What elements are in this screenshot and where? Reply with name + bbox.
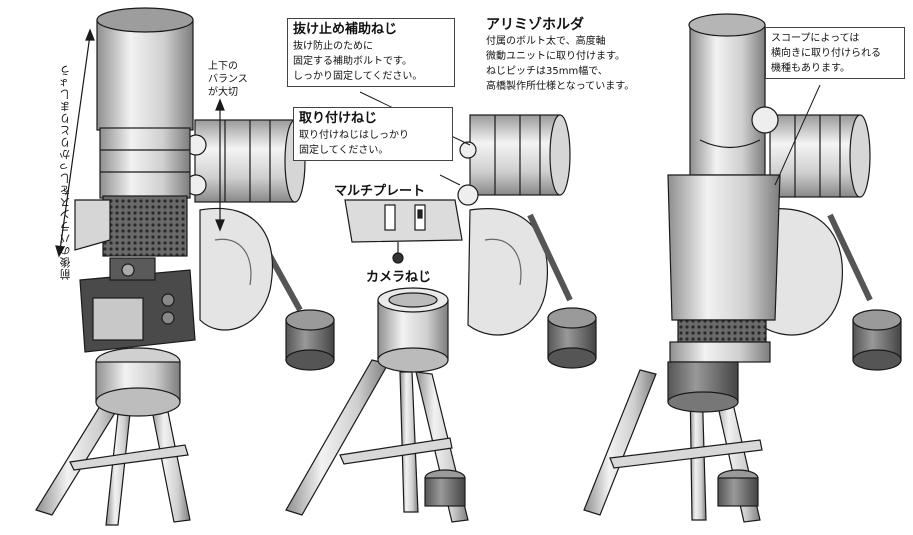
callout-anti-slip-title: 抜け止め補助ねじ (293, 22, 398, 37)
callout-mount-screw-title: 取り付けねじ (299, 111, 378, 126)
spotting-scope (667, 13, 781, 413)
balance-front-back-label: 前後のバランスをしっかりとりましょう (59, 64, 72, 280)
finder-scope-right (769, 114, 871, 198)
dovetail-holder-title: アリミゾホルダ (486, 17, 584, 33)
finder-scope-middle (457, 114, 571, 206)
camera-screw-label: カメラねじ (366, 270, 432, 285)
panel-left (35, 7, 335, 526)
balance-up-down-label: 上下の バランス が大切 (208, 61, 248, 98)
fork-arm-middle (467, 208, 549, 336)
mount-post-middle (377, 287, 449, 373)
telescope-tube-left (96, 7, 194, 257)
fork-arm-right (759, 208, 843, 336)
dovetail-holder-block: アリミゾホルダ 付属のボルト太で、高度軸 微動ユニットに取り付けます。 ねじピッ… (486, 17, 635, 92)
multi-plate (344, 199, 463, 243)
multi-plate-label: マルチプレート (334, 184, 426, 199)
tripod-spreader-left (69, 444, 189, 471)
plate-left (74, 199, 111, 251)
camera-body-left (79, 257, 196, 353)
callout-scope: スコープによっては 横向きに取り付けられる 機種もあります。 (765, 27, 905, 79)
balance-arrows (55, 28, 225, 258)
callout-anti-slip: 抜け止め補助ねじ 抜け防止のために 固定する補助ボルトです。 しっかり固定してく… (287, 18, 455, 87)
counterweight-middle (547, 307, 597, 369)
camera-screw (392, 242, 404, 264)
counterweight-right (852, 309, 902, 371)
finder-scope-left (185, 119, 306, 203)
counterweight-left (285, 309, 335, 371)
fork-arm-left (199, 207, 274, 331)
panel-middle (285, 114, 597, 523)
callout-mount-screw: 取り付けねじ 取り付けねじはしっかり 固定してください。 (293, 107, 453, 161)
panel-right (583, 13, 902, 523)
